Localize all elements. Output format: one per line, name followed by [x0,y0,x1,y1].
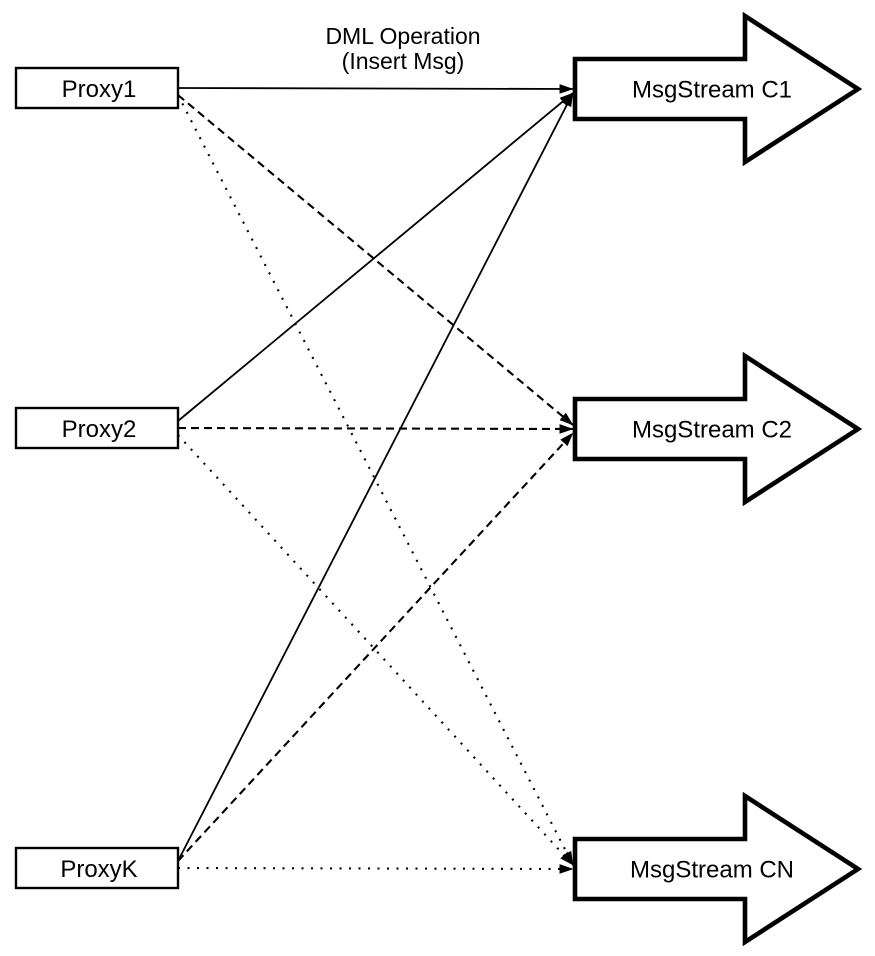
proxy-node-proxyk: ProxyK [14,846,180,890]
edge-proxyk-cn-dotted [177,864,574,874]
proxy2-box [14,406,180,450]
edge-proxy2-c2-dashed [177,424,574,434]
edge-label-line2: (Insert Msg) [342,48,465,74]
edge-proxy1-cn-dotted [177,94,574,866]
edge-proxyk-c2-dashed [177,432,574,862]
msgstream-cn-arrow-shape [572,791,863,947]
msgstream-c1-label: MsgStream C1 [632,77,792,104]
msgstream-c2-label: MsgStream C2 [632,417,792,444]
proxy1-box [14,66,180,110]
edge-proxy2-cn-dotted [177,434,574,866]
proxyk-label: ProxyK [60,856,137,883]
msgstream-c1-arrow-shape [572,11,863,167]
edge-proxy2-c1-solid [177,92,574,422]
edge-label-line1: DML Operation [325,23,480,49]
msgstream-cn-label: MsgStream CN [630,857,794,884]
proxyk-box [14,846,180,890]
stream-node-cn: MsgStream CN [572,791,863,947]
proxy1-label: Proxy1 [62,76,137,103]
edge-proxy1-c1-solid [177,84,574,94]
proxy2-label: Proxy2 [62,416,137,443]
msgstream-c2-arrow-shape [572,351,863,507]
edges-layer [177,84,574,874]
edge-proxyk-c1-solid [177,92,574,862]
stream-node-c2: MsgStream C2 [572,351,863,507]
stream-node-c1: MsgStream C1 [572,11,863,167]
proxy-node-proxy2: Proxy2 [14,406,180,450]
proxy-node-proxy1: Proxy1 [14,66,180,110]
edge-proxy1-c2-dashed [177,94,574,426]
